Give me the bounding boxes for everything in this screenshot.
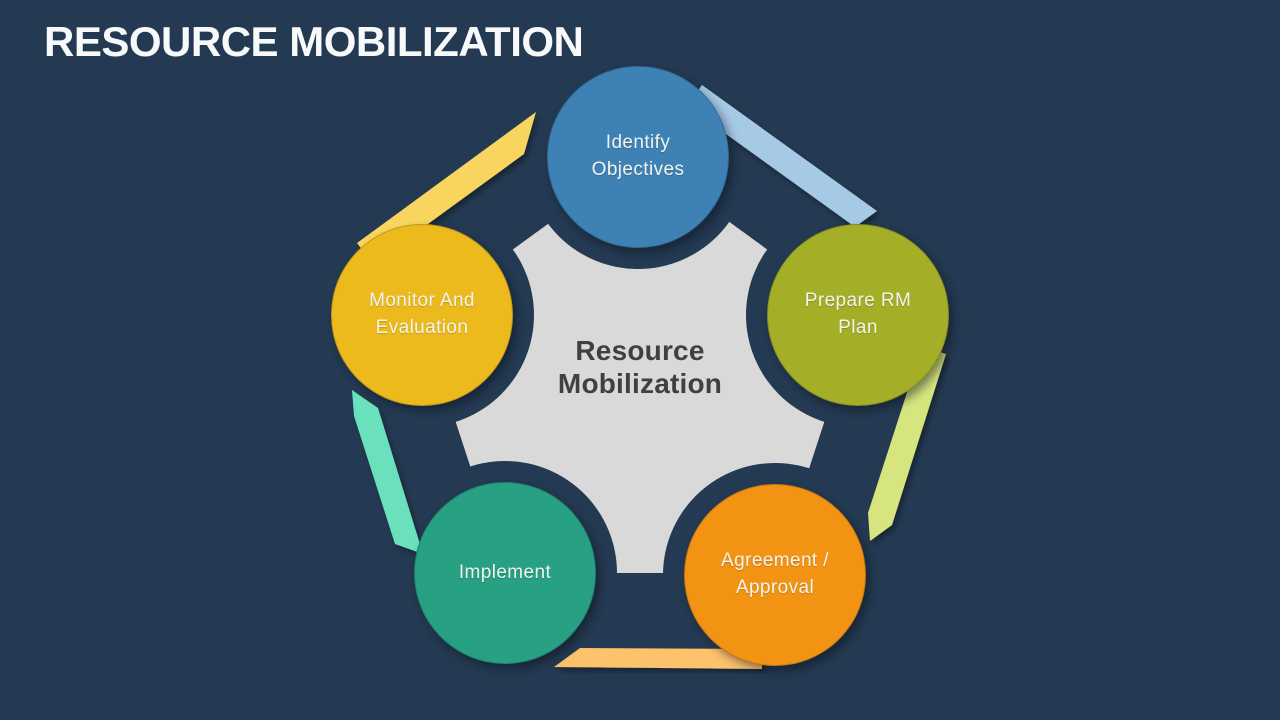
node-prepare-rm-plan: Prepare RM Plan	[767, 224, 949, 406]
connector-implement-to-monitor	[352, 390, 423, 554]
node-label: Prepare RM Plan	[804, 290, 912, 338]
node-label: Monitor And Evaluation	[369, 290, 475, 338]
center-pentagon-shape	[421, 157, 859, 573]
node-monitor-and-evaluation: Monitor And Evaluation	[331, 224, 513, 406]
slide-title: RESOURCE MOBILIZATION	[44, 18, 584, 65]
connector-agreement-to-implement	[554, 648, 762, 669]
node-label: Agreement / Approval	[721, 550, 829, 598]
node-implement: Implement	[414, 482, 596, 664]
center-label: Resource Mobilization	[557, 335, 723, 400]
node-label: Identify Objectives	[591, 132, 685, 180]
node-label: Implement	[458, 561, 552, 583]
node-agreement-approval: Agreement / Approval	[684, 484, 866, 666]
node-identify-objectives: Identify Objectives	[547, 66, 729, 248]
connector-identify-to-prepare	[687, 85, 877, 227]
connector-prepare-to-agreement	[868, 346, 946, 541]
